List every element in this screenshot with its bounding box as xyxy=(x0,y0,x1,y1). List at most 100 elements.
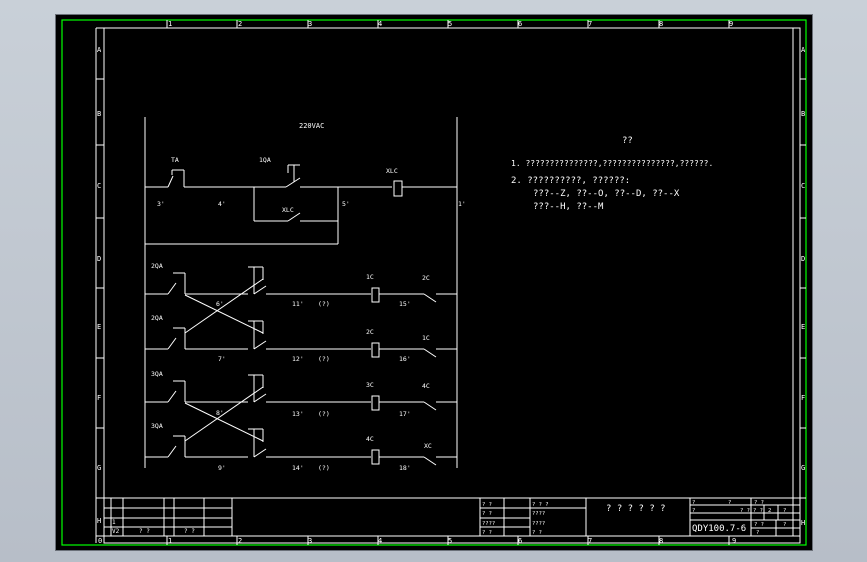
node-5: 5' xyxy=(342,200,350,208)
bottom-col-label-4: 4 xyxy=(378,537,382,545)
tb-cell-a4: ? ? xyxy=(482,530,492,536)
technical-notes: ?? 1. ???????????????,???????????????,??… xyxy=(511,136,713,212)
notes-heading: ?? xyxy=(622,136,633,146)
tb-cell-b4: ? ? xyxy=(532,530,542,536)
tb-right-top-3: ? ? xyxy=(754,500,764,506)
coil-2c xyxy=(371,342,380,358)
right-row-label-g: G xyxy=(801,464,805,472)
row-label-h: H xyxy=(97,517,101,525)
tb-sheet-fraction: ? xyxy=(756,530,759,536)
bottom-col-label-5: 5 xyxy=(448,537,452,545)
row-label-g: G xyxy=(97,464,101,472)
tb-right-num-2: 2 xyxy=(768,508,771,514)
bottom-col-label-6: 6 xyxy=(518,537,522,545)
bottom-col-label-3: 3 xyxy=(308,537,312,545)
tb-right-low-2: ? xyxy=(783,522,786,528)
drawing-outer-frame xyxy=(61,19,807,546)
drawing-inner-frame xyxy=(103,27,801,544)
interlock-xc xyxy=(423,456,437,466)
node-17: 17' xyxy=(399,410,411,418)
node-9: 9' xyxy=(218,464,226,472)
node-16: 16' xyxy=(399,355,411,363)
node-1: 1' xyxy=(458,200,466,208)
node-14: 14' xyxy=(292,464,304,472)
right-row-label-a: A xyxy=(801,46,806,54)
label-interlock-1c: 1C xyxy=(422,334,430,342)
tb-right-top-2: ? xyxy=(728,500,731,506)
bottom-col-label-9: 9 xyxy=(732,537,736,545)
tb-right-mid-2: ? ? xyxy=(740,508,750,514)
coil-4c xyxy=(371,449,380,465)
cad-viewport[interactable]: 1 2 3 4 5 6 7 8 9 0 1 2 3 4 5 6 7 8 9 A … xyxy=(55,14,813,551)
notes-line-4: ???--H, ??--M xyxy=(533,202,604,212)
mechanical-link-1a xyxy=(184,278,264,334)
bottom-col-label-2: 2 xyxy=(238,537,242,545)
button-3qa-rev xyxy=(167,435,186,458)
interlock-1c xyxy=(423,348,437,358)
col-label-5: 5 xyxy=(448,20,452,28)
label-coil-3c: 3C xyxy=(366,381,374,389)
col-label-3: 3 xyxy=(308,20,312,28)
label-hold-xlc: XLC xyxy=(282,206,294,214)
mark-q4: (?) xyxy=(318,464,330,472)
notes-line-3: ???--Z, ??--O, ??--D, ??--X xyxy=(533,189,680,199)
title-block: 1 V2 ? ? ? ? ? ? ? ? ???? ? ? ? ? ? ????… xyxy=(104,497,800,536)
interlock-3qa-nc-lower xyxy=(248,428,267,458)
label-interlock-2c: 2C xyxy=(422,274,430,282)
tb-mark-left: ? ? xyxy=(139,528,150,535)
interlock-2qa-nc-lower xyxy=(248,320,267,350)
interlock-2qa-nc-upper xyxy=(248,266,267,295)
notes-line-1: 1. ???????????????,???????????????,?????… xyxy=(511,159,713,168)
mechanical-link-2a xyxy=(184,386,264,442)
start-button-1qa xyxy=(285,164,301,188)
col-label-4: 4 xyxy=(378,20,382,28)
label-3qa-fwd: 3QA xyxy=(151,370,163,378)
bottom-col-label-7: 7 xyxy=(588,537,592,545)
bottom-col-label-8: 8 xyxy=(659,537,663,545)
coil-1c xyxy=(371,287,380,303)
button-2qa-rev xyxy=(167,327,186,350)
row-label-d: D xyxy=(97,255,101,263)
row-label-f: F xyxy=(97,394,101,402)
bottom-col-label-1: 1 xyxy=(168,537,172,545)
label-ta: TA xyxy=(171,156,179,164)
right-row-label-b: B xyxy=(801,110,805,118)
mechanical-link-2b xyxy=(184,402,264,442)
tb-main-title: ? ? ? ? ? ? xyxy=(606,504,666,514)
right-row-label-c: C xyxy=(801,182,805,190)
mechanical-link-1b xyxy=(184,294,264,334)
label-3qa-rev: 3QA xyxy=(151,422,163,430)
interlock-4c xyxy=(423,401,437,411)
right-row-label-h: H xyxy=(801,519,805,527)
col-label-8: 8 xyxy=(659,20,663,28)
label-coil-4c: 4C xyxy=(366,435,374,443)
interlock-3qa-nc-upper xyxy=(248,374,267,403)
row-label-b: B xyxy=(97,110,101,118)
node-11: 11' xyxy=(292,300,304,308)
right-row-label-f: F xyxy=(801,394,805,402)
tb-drawing-number: QDY100.7-6 xyxy=(692,524,746,534)
label-interlock-4c: 4C xyxy=(422,382,430,390)
bottom-col-label-0: 0 xyxy=(98,537,102,545)
col-label-9: 9 xyxy=(729,20,733,28)
tb-right-num-1: ? ? xyxy=(753,508,763,514)
node-7: 7' xyxy=(218,355,226,363)
node-6: 6' xyxy=(216,300,224,308)
row-label-a: A xyxy=(97,46,102,54)
tb-row-v-label: V2 xyxy=(112,528,120,535)
tb-mark-left-2: ? ? xyxy=(184,528,195,535)
tb-right-mid-1: ? xyxy=(692,508,695,514)
node-12: 12' xyxy=(292,355,304,363)
col-label-2: 2 xyxy=(238,20,242,28)
tb-row-h-label: 1 xyxy=(112,519,116,526)
node-3: 3' xyxy=(157,200,165,208)
mark-q2: (?) xyxy=(318,355,330,363)
stop-button-ta xyxy=(167,169,185,188)
label-2qa-fwd: 2QA xyxy=(151,262,163,270)
tb-cell-a1: ? ? xyxy=(482,502,492,508)
node-13: 13' xyxy=(292,410,304,418)
right-row-label-e: E xyxy=(801,323,805,331)
col-label-6: 6 xyxy=(518,20,522,28)
tb-right-top-1: ? xyxy=(692,500,695,506)
control-circuit: 220VAC TA 1QA XLC 3' 4' 5' 1' xyxy=(144,117,466,472)
